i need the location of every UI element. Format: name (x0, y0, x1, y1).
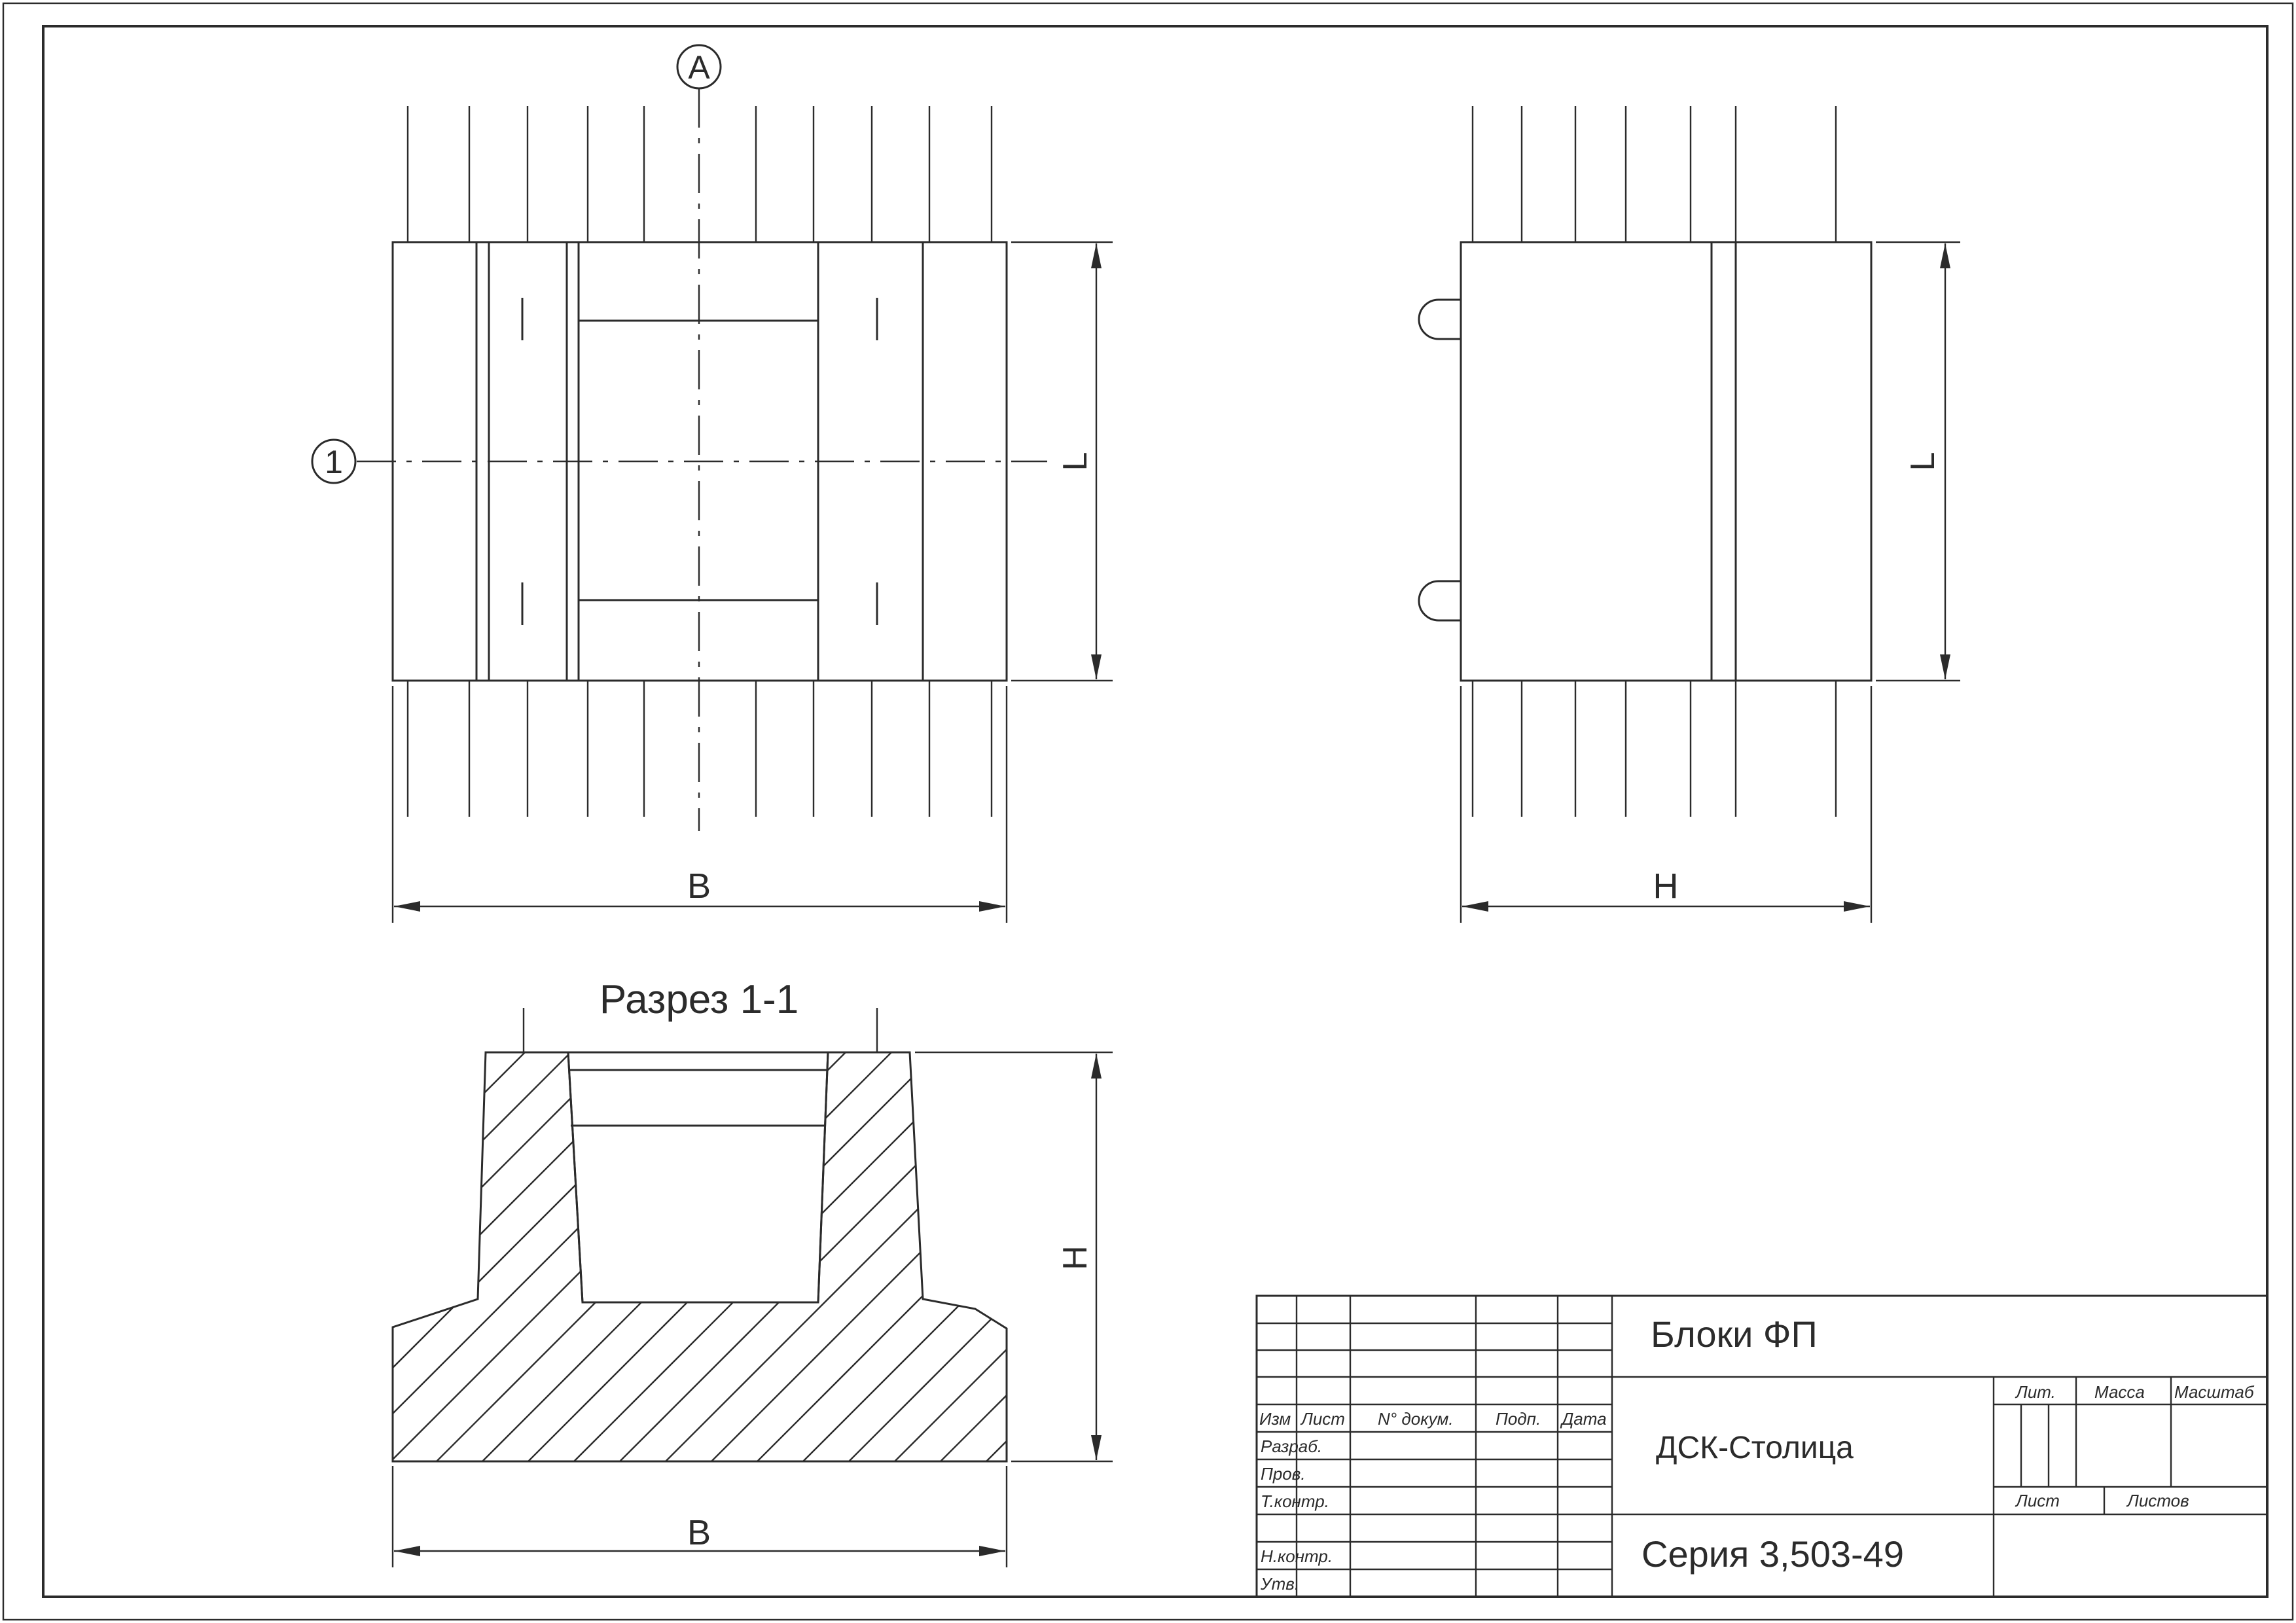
hatch-line (0, 1047, 72, 1466)
hatch-line (569, 1052, 989, 1461)
axis-a-label: A (688, 49, 710, 86)
hatch-line (844, 1052, 1007, 1461)
hatch-line (889, 1052, 1007, 1461)
hatch-line (393, 1052, 485, 1461)
hatch-line (706, 1052, 1007, 1461)
tb-col-date: Дата (1560, 1409, 1607, 1429)
plan-dim-b: B (391, 686, 1008, 923)
title-block: Изм Лист N° докум. Подп. Дата Разраб. Пр… (1255, 1294, 2269, 1598)
tb-row-tkontr: Т.контр. (1261, 1491, 1329, 1511)
tb-sheets-label: Листов (2126, 1491, 2189, 1510)
hatch-line (523, 1052, 943, 1461)
hatch-line (393, 1052, 622, 1461)
tb-row-prov: Пров. (1261, 1464, 1306, 1484)
hatch-line (615, 1052, 1007, 1461)
tb-series: Серия 3,503-49 (1641, 1533, 1904, 1575)
section-dim-h-label: H (1056, 1245, 1094, 1270)
tb-col-doc: N° докум. (1378, 1409, 1454, 1429)
hatch-line (1211, 1047, 1630, 1466)
hatch-line (393, 1052, 668, 1461)
hatch-line (431, 1052, 852, 1461)
drawing-frame (42, 25, 2269, 1598)
side-rods-bottom (1471, 681, 1837, 817)
hatch-line (660, 1052, 1007, 1461)
plan-dim-l: L (1011, 241, 1113, 682)
section-view: Разрез 1-1 H (0, 977, 1721, 1567)
side-dim-l-label: L (1904, 452, 1942, 471)
hatch-line (393, 1052, 577, 1461)
section-cavity (567, 1051, 829, 1304)
hatch-line (393, 1052, 531, 1461)
side-outline (1460, 241, 1873, 682)
side-dim-h: H (1460, 686, 1873, 923)
side-view: L H (1418, 106, 1960, 923)
hatch-line (0, 1047, 393, 1466)
hatch-line (1073, 1047, 1492, 1466)
section-outline (391, 1051, 1008, 1463)
hatch-line (393, 1052, 439, 1461)
tb-row-razrab: Разраб. (1261, 1436, 1322, 1456)
hatch-line (477, 1052, 897, 1461)
tb-row-utv: Утв. (1260, 1574, 1299, 1594)
tb-col-sign: Подп. (1496, 1409, 1541, 1429)
hatch-line (1165, 1047, 1584, 1466)
side-inner-lines (1710, 242, 1737, 681)
hatch-line (393, 1052, 806, 1461)
hatch-line (752, 1052, 1007, 1461)
plan-dim-b-label: B (687, 866, 711, 906)
side-dim-h-label: H (1653, 866, 1679, 906)
plan-dim-l-label: L (1056, 452, 1094, 471)
axis-1-label: 1 (325, 444, 343, 480)
plan-rods-bottom (406, 681, 993, 817)
hatch-line (981, 1052, 1007, 1461)
hatch-line (0, 1047, 118, 1466)
hatch-line (935, 1052, 1007, 1461)
hatch-line (798, 1052, 1007, 1461)
section-dim-b: B (391, 1466, 1008, 1567)
axis-a-marker (676, 44, 722, 90)
side-lifting-loop-bottom (1418, 580, 1461, 622)
hatch-line (0, 1047, 347, 1466)
tb-name: Блоки ФП (1651, 1313, 1818, 1355)
plan-rods-top (406, 106, 993, 242)
section-dim-h: H (915, 1051, 1113, 1463)
hatch-line (393, 1052, 714, 1461)
hatch-line (1302, 1047, 1721, 1466)
tb-sheet-label: Лист (2015, 1491, 2060, 1510)
tb-col-list: Лист (1300, 1409, 1345, 1429)
side-rods-top (1471, 106, 1837, 242)
hatch-line (0, 1047, 255, 1466)
section-dim-b-label: B (687, 1513, 711, 1552)
hatch-line (0, 1047, 164, 1466)
tb-row-nkontr: Н.контр. (1261, 1546, 1333, 1566)
tb-lit-label: Лит. (2015, 1382, 2056, 1402)
tb-organization: ДСК-Столица (1656, 1431, 1854, 1465)
plan-view: A 1 L B (311, 44, 1113, 923)
side-lifting-loop-top (1418, 298, 1461, 340)
plan-slot-marks (521, 298, 878, 625)
section-title: Разрез 1-1 (600, 977, 798, 1022)
tb-mass-label: Масса (2094, 1382, 2145, 1402)
tb-scale-label: Масштаб (2174, 1382, 2255, 1402)
side-dim-l: L (1876, 241, 1960, 682)
section-hatching (0, 1047, 1721, 1466)
hatch-line (393, 1052, 760, 1461)
tb-col-izm: Изм (1259, 1409, 1291, 1429)
axis-1-marker (311, 438, 357, 484)
hatch-line (0, 1047, 301, 1466)
hatch-line (0, 1047, 209, 1466)
